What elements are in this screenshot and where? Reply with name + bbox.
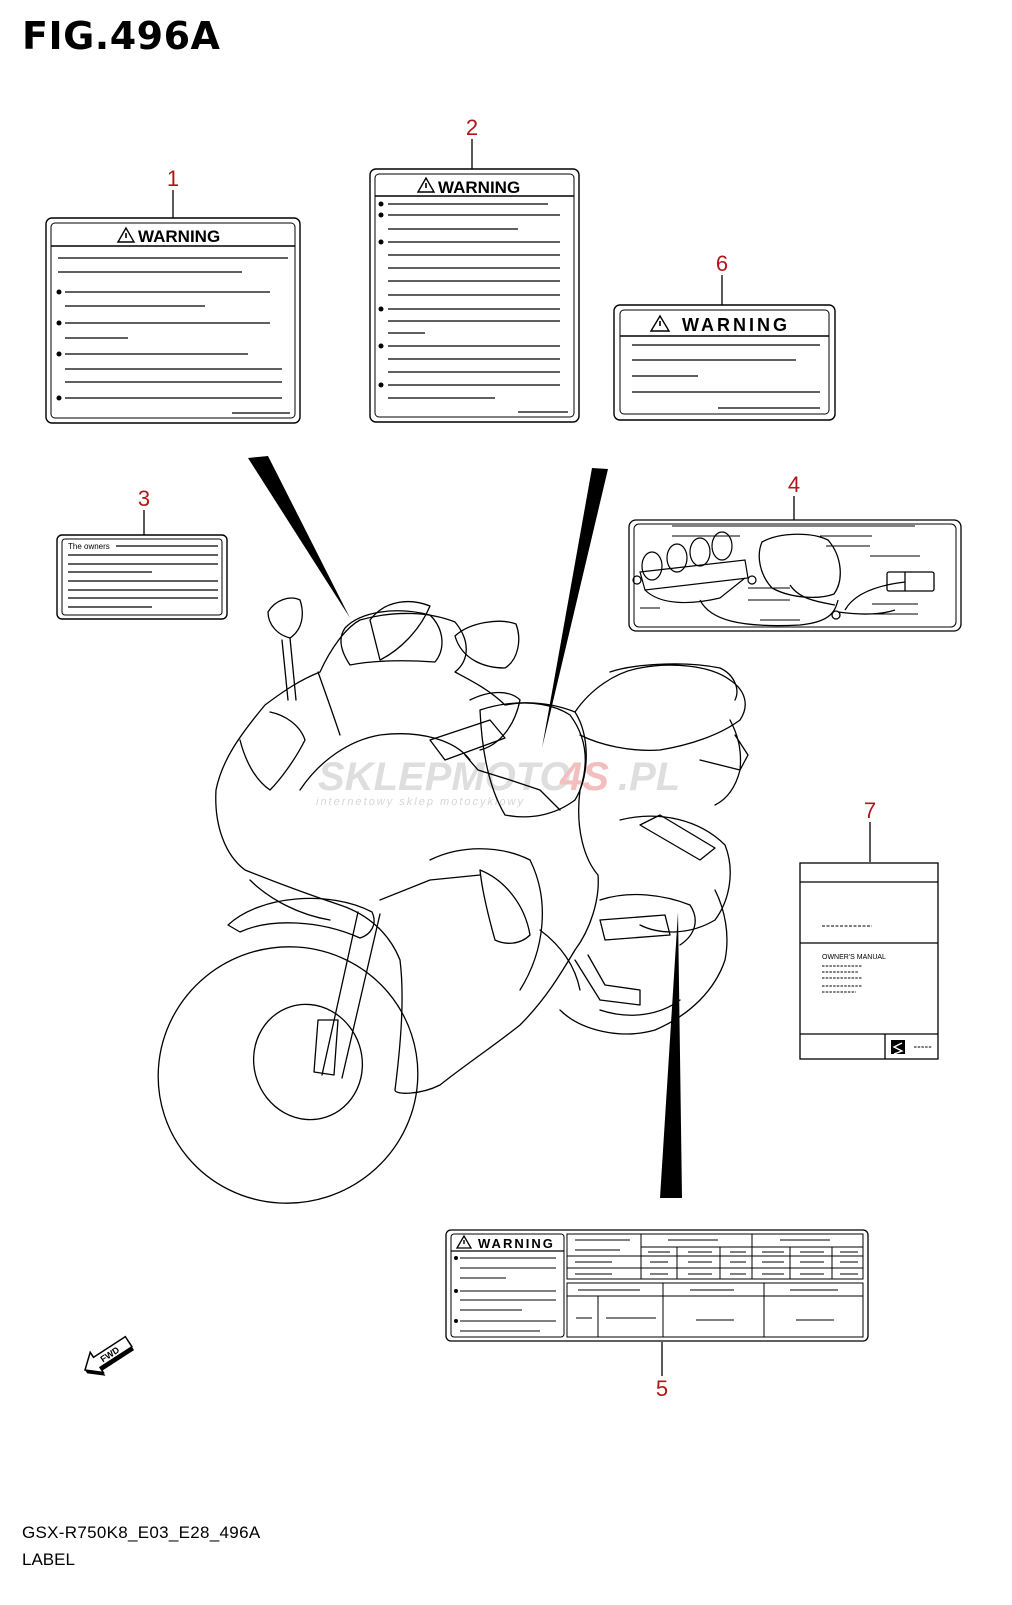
label-2-warning[interactable]: WARNING bbox=[369, 168, 580, 423]
label-7-manual-text: OWNER'S MANUAL bbox=[822, 954, 886, 961]
figure-name: LABEL bbox=[22, 1550, 75, 1569]
label-5-warning-text: WARNING bbox=[478, 1236, 555, 1251]
label-1-warning-text: WARNING bbox=[138, 227, 220, 246]
leader-label-2 bbox=[542, 468, 608, 748]
label-3-owners-text: The owners bbox=[68, 542, 110, 551]
watermark: SKLEPMOTO 4S .PL internetowy sklep motoc… bbox=[316, 755, 680, 808]
label-1-warning[interactable]: WARNING bbox=[45, 217, 301, 424]
front-fender bbox=[227, 897, 375, 939]
warning-triangle-icon bbox=[416, 176, 436, 193]
rear-tire bbox=[559, 889, 728, 1035]
figure-code: GSX-R750K8_E03_E28_496A bbox=[22, 1523, 261, 1542]
label-6-warning-text: WARNING bbox=[682, 315, 790, 335]
label-7-owners-manual[interactable]: OWNER'S MANUAL bbox=[799, 862, 939, 1060]
callout-2[interactable]: 2 bbox=[466, 115, 478, 140]
watermark-sub: internetowy sklep motocyklowy bbox=[316, 796, 525, 808]
warning-triangle-icon bbox=[649, 314, 671, 332]
throttle-body-sketch bbox=[632, 531, 757, 604]
callout-7[interactable]: 7 bbox=[864, 798, 876, 823]
front-rim bbox=[252, 1003, 364, 1121]
callout-6[interactable]: 6 bbox=[716, 251, 728, 276]
label-6-warning[interactable]: WARNING bbox=[613, 304, 836, 421]
label-3-owners[interactable]: The owners bbox=[56, 534, 228, 620]
callout-lines bbox=[143, 139, 871, 1376]
warning-triangle-icon bbox=[455, 1234, 473, 1249]
fairing bbox=[215, 612, 599, 1094]
leader-label-1 bbox=[248, 456, 350, 618]
warning-triangle-icon bbox=[116, 226, 136, 243]
leader-label-5 bbox=[660, 912, 682, 1198]
leader-wedges bbox=[248, 456, 682, 1198]
fuel-tank bbox=[479, 702, 587, 818]
suzuki-logo-icon bbox=[891, 1040, 905, 1055]
callout-1[interactable]: 1 bbox=[167, 166, 179, 191]
callout-numbers: 1 2 3 4 5 6 7 bbox=[138, 115, 876, 1401]
callout-3[interactable]: 3 bbox=[138, 486, 150, 511]
watermark-suffix: .PL bbox=[618, 755, 680, 799]
seat bbox=[574, 664, 746, 751]
callout-5[interactable]: 5 bbox=[656, 1376, 668, 1401]
label-4-routing[interactable] bbox=[628, 519, 962, 632]
callout-4[interactable]: 4 bbox=[788, 472, 800, 497]
label-2-warning-text: WARNING bbox=[438, 178, 520, 197]
fwd-arrow-icon: FWD bbox=[84, 1335, 135, 1376]
figure-title: FIG.496A bbox=[22, 14, 221, 58]
watermark-main: SKLEPMOTO bbox=[318, 755, 571, 799]
front-tire bbox=[157, 946, 419, 1204]
motorcycle-outline bbox=[157, 597, 749, 1204]
label-5-warning-table[interactable]: WARNING bbox=[445, 1229, 869, 1342]
